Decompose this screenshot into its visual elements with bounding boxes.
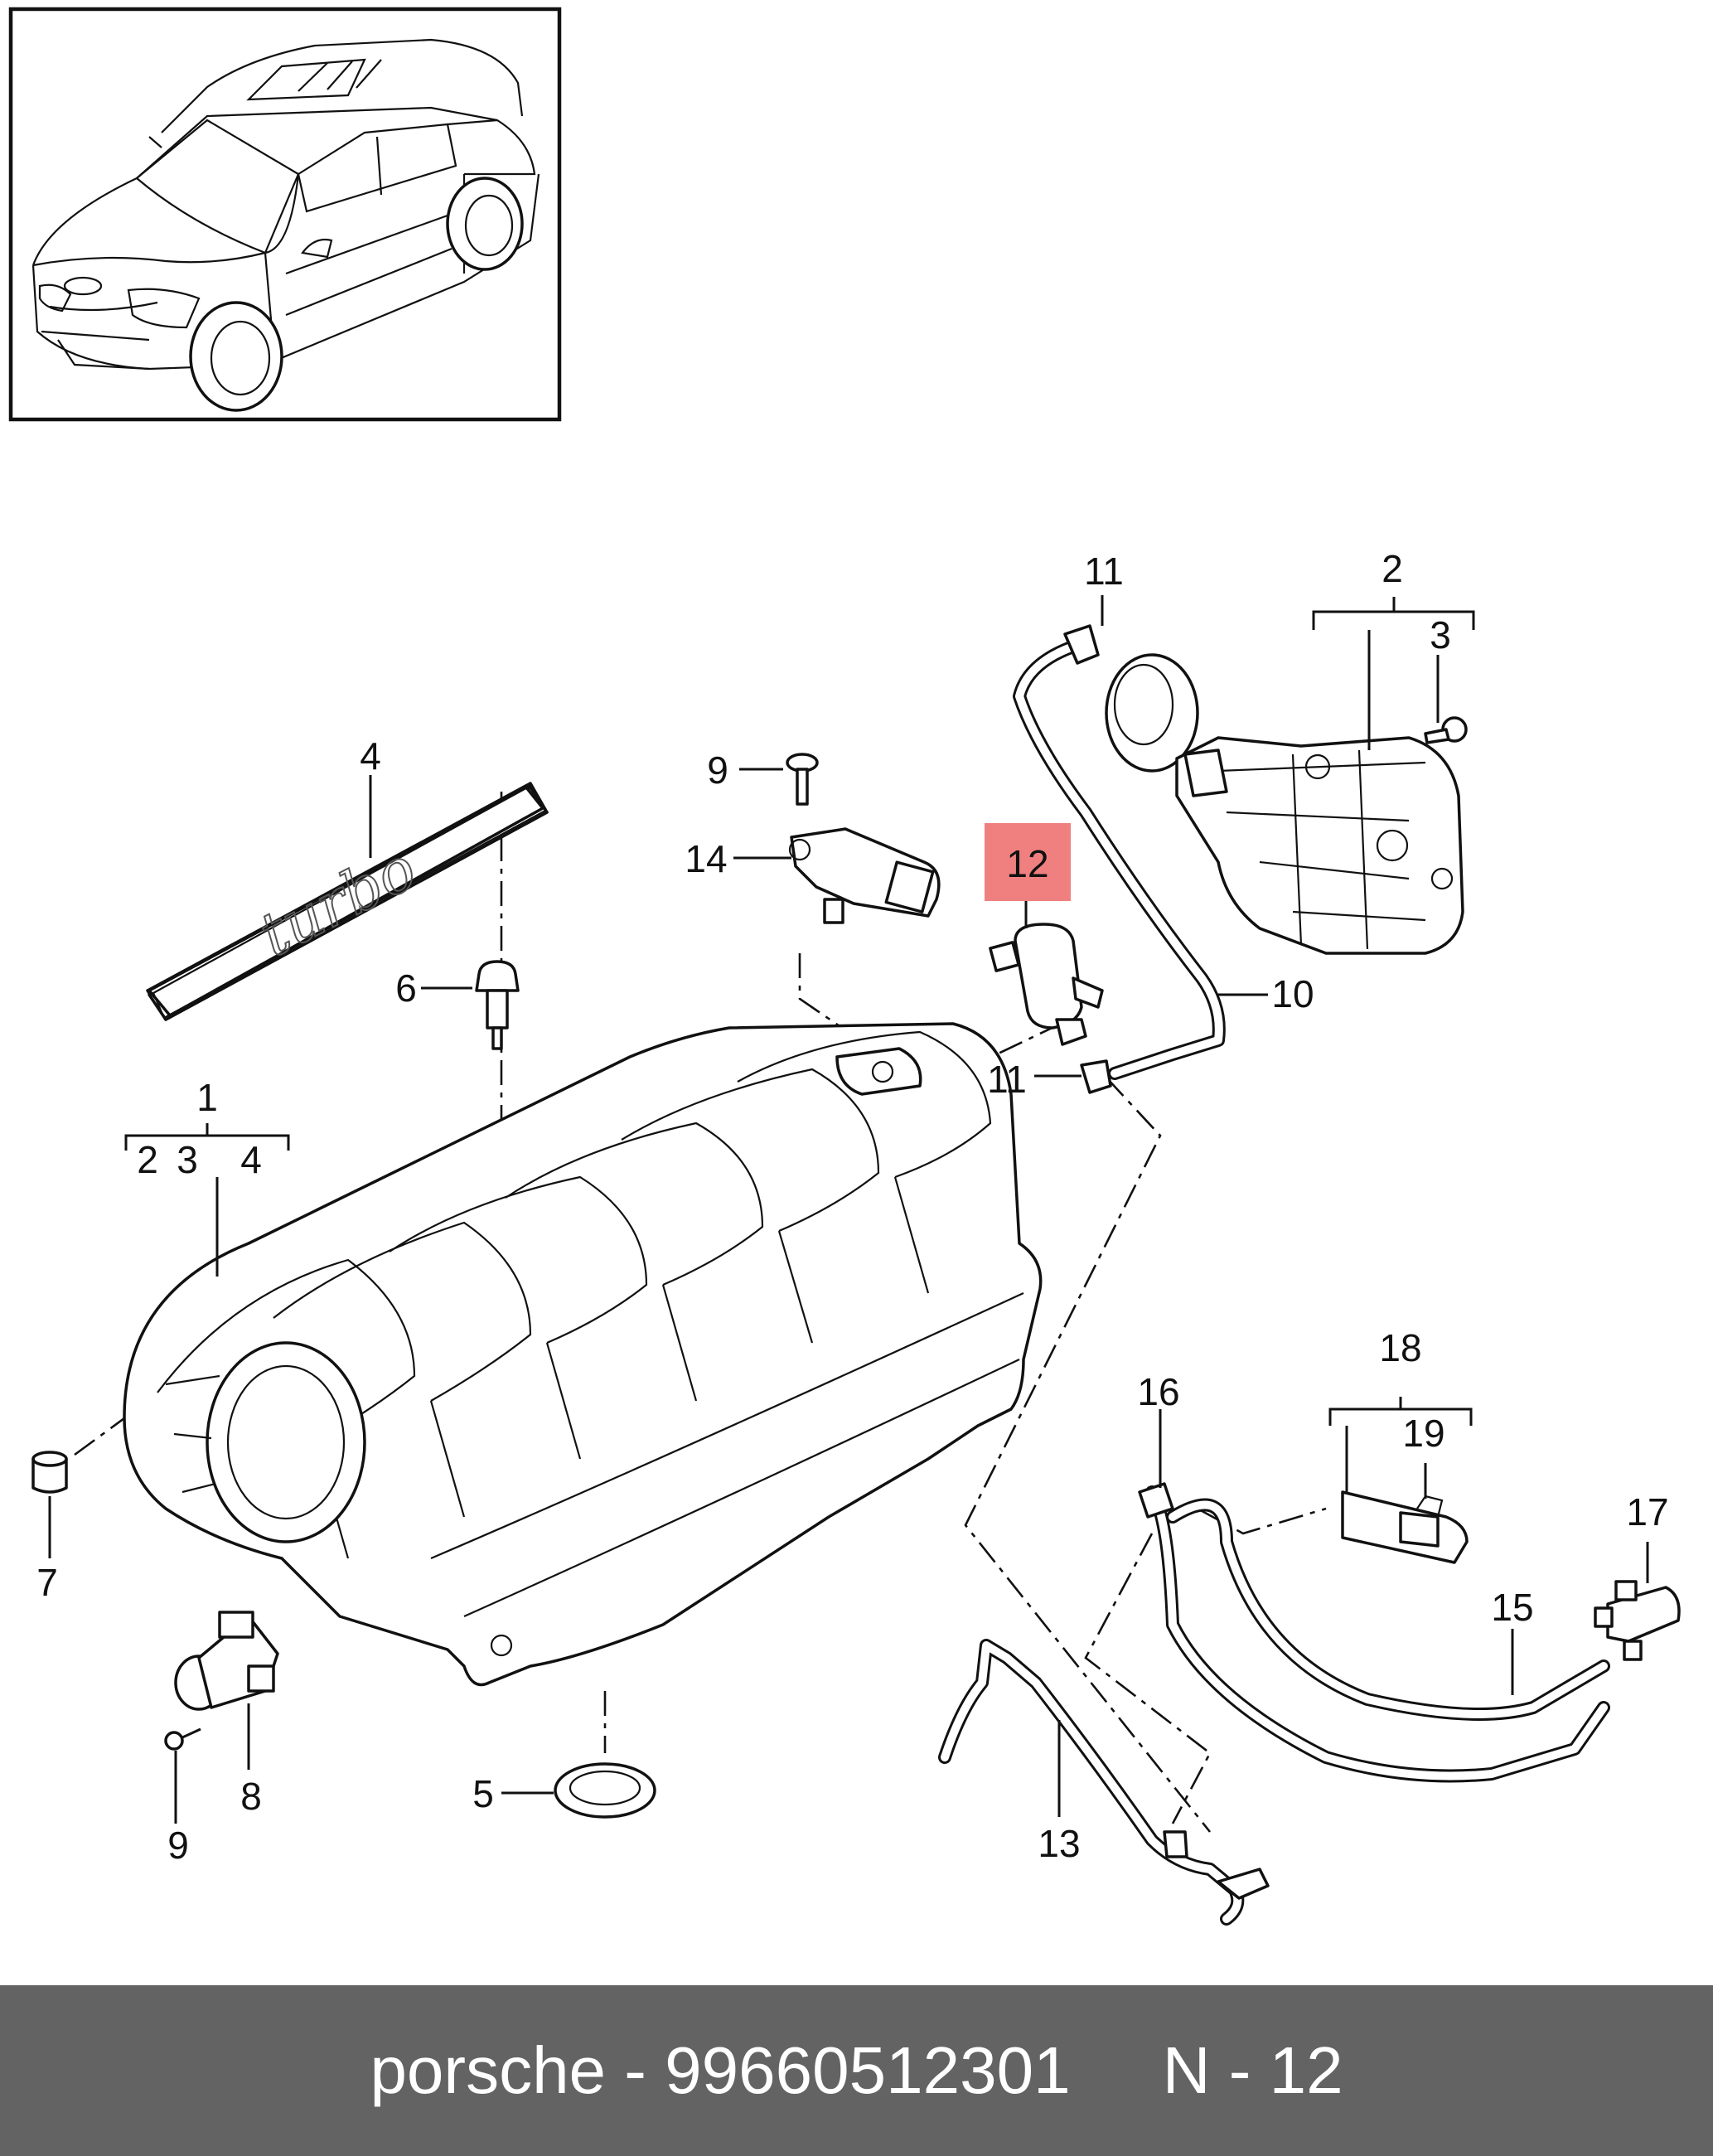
engine-cover-logo: turbo bbox=[249, 833, 428, 970]
callout-1-sub-3[interactable]: 3 bbox=[177, 1138, 198, 1181]
intake-manifold bbox=[123, 1022, 1043, 1687]
callout-8[interactable]: 8 bbox=[240, 1775, 262, 1818]
callout-9-upper[interactable]: 9 bbox=[707, 749, 728, 792]
footer-gap bbox=[1071, 2032, 1163, 2109]
pipe-13 bbox=[938, 1639, 1270, 1926]
callout-1-sub-2[interactable]: 2 bbox=[137, 1138, 158, 1181]
clip-11-lower bbox=[1080, 1059, 1112, 1094]
callout-13[interactable]: 13 bbox=[1038, 1822, 1080, 1865]
callout-4[interactable]: 4 bbox=[360, 734, 381, 778]
clip-11-upper bbox=[1063, 624, 1100, 665]
callout-18[interactable]: 18 bbox=[1379, 1326, 1421, 1369]
callout-7[interactable]: 7 bbox=[36, 1561, 58, 1604]
callout-10[interactable]: 10 bbox=[1271, 972, 1314, 1015]
callout-3[interactable]: 3 bbox=[1430, 613, 1451, 656]
callout-11-lower[interactable]: 11 bbox=[987, 1058, 1027, 1101]
footer-separator: - bbox=[606, 2033, 665, 2107]
sensor-8 bbox=[174, 1611, 279, 1711]
callout-9-lower[interactable]: 9 bbox=[167, 1824, 189, 1867]
bushing-7 bbox=[31, 1451, 68, 1494]
footer-bar: porsche - 99660512301 N - 12 bbox=[0, 1985, 1713, 2156]
bolt-6 bbox=[475, 960, 520, 1050]
callout-15[interactable]: 15 bbox=[1491, 1586, 1533, 1629]
valve-12 bbox=[989, 923, 1104, 1046]
screw-9-lower bbox=[164, 1727, 201, 1751]
callout-1[interactable]: 1 bbox=[196, 1076, 218, 1119]
footer-diagram-ref: N - 12 bbox=[1162, 2033, 1343, 2107]
footer-part-number: 99660512301 bbox=[665, 2033, 1071, 2107]
hose-10 bbox=[1013, 640, 1226, 1080]
vehicle-thumbnail bbox=[8, 7, 562, 422]
callout-11-upper[interactable]: 11 bbox=[1084, 550, 1124, 593]
callout-14[interactable]: 14 bbox=[685, 837, 727, 880]
callouts: 1 2 3 4 4 6 7 8 9 5 9 14 12 11 11 10 2 3… bbox=[36, 547, 1668, 1867]
sensor-14 bbox=[788, 827, 941, 924]
hose-15 bbox=[1145, 1485, 1610, 1783]
parts-diagram: turbo bbox=[8, 7, 1681, 1926]
callout-12[interactable]: 12 bbox=[1006, 842, 1048, 885]
callout-5[interactable]: 5 bbox=[472, 1772, 494, 1815]
bolt-3 bbox=[1424, 716, 1468, 744]
clip-16 bbox=[1138, 1482, 1174, 1519]
callout-6[interactable]: 6 bbox=[395, 967, 417, 1010]
callout-2[interactable]: 2 bbox=[1382, 547, 1403, 590]
valve-17 bbox=[1594, 1580, 1681, 1661]
highlight-12 bbox=[985, 823, 1071, 901]
gasket-5 bbox=[554, 1762, 656, 1819]
callout-17[interactable]: 17 bbox=[1626, 1490, 1668, 1533]
footer-brand: porsche bbox=[370, 2033, 607, 2107]
callout-19[interactable]: 19 bbox=[1402, 1412, 1444, 1455]
callout-16[interactable]: 16 bbox=[1137, 1370, 1179, 1413]
actuator-bracket-2 bbox=[1105, 653, 1464, 955]
leader-lines bbox=[48, 595, 1649, 1824]
callout-1-sub-4[interactable]: 4 bbox=[240, 1138, 262, 1181]
clip-assembly-18 bbox=[1341, 1490, 1469, 1564]
screw-9-upper bbox=[786, 753, 819, 806]
